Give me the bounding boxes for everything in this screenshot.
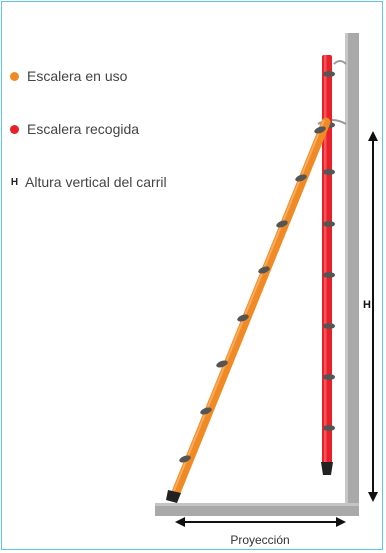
rung — [323, 425, 335, 431]
ladder-in-use-foot — [166, 490, 181, 503]
rung — [323, 374, 335, 380]
rung — [314, 126, 326, 134]
rung — [295, 174, 307, 182]
rung — [323, 221, 335, 227]
orange-dot-icon — [10, 71, 19, 81]
floor-shade — [155, 503, 359, 506]
wall-structure — [155, 33, 359, 516]
legend-item-ladder-stowed: Escalera recogida — [10, 121, 139, 137]
rung — [323, 323, 335, 329]
bracket-upper — [333, 60, 347, 65]
wall — [345, 33, 359, 503]
rung — [258, 266, 270, 274]
ladder-in-use-rungs — [179, 126, 326, 463]
ladder-stowed-highlight — [324, 55, 327, 465]
projection-label: Proyección — [230, 533, 289, 547]
legend-label: Altura vertical del carril — [25, 174, 167, 190]
rung — [179, 455, 191, 463]
legend-label: Escalera recogida — [27, 121, 140, 137]
red-dot-icon — [10, 124, 19, 134]
rung — [323, 272, 335, 278]
height-dimension: H — [363, 131, 378, 502]
height-key: H — [10, 176, 19, 188]
height-label: H — [363, 299, 371, 311]
legend-label: Escalera en uso — [27, 68, 128, 84]
legend-item-rail-height: H Altura vertical del carril — [10, 174, 167, 190]
rung — [237, 314, 249, 322]
ladder-in-use-highlight — [172, 119, 325, 494]
rung — [200, 407, 212, 415]
projection-dimension: Proyección — [175, 517, 346, 547]
rung — [276, 220, 288, 228]
rung — [216, 360, 228, 368]
ladder-in-use-rail — [170, 117, 331, 500]
rung — [323, 169, 335, 175]
ladder-stowed-foot — [321, 462, 333, 475]
ladder-in-use — [166, 117, 331, 503]
legend-item-ladder-in-use: Escalera en uso — [10, 68, 127, 84]
wall-shade — [345, 33, 348, 503]
floor — [155, 503, 359, 516]
ladder-stowed-rail — [322, 55, 332, 465]
ladder-stowed — [321, 55, 335, 475]
rung — [323, 71, 335, 77]
